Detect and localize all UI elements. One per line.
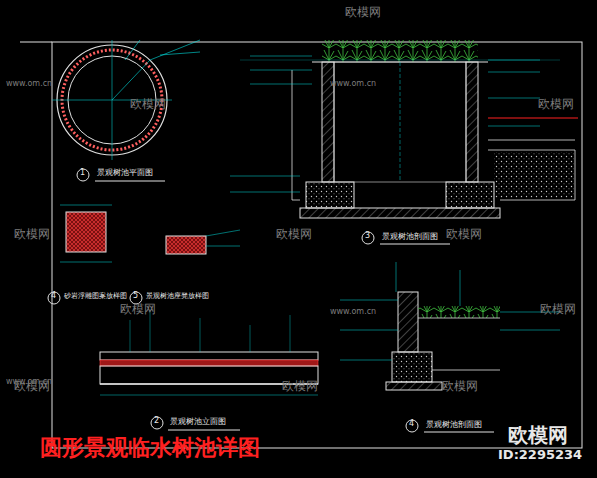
watermark: 欧模网	[540, 303, 576, 316]
section-detail	[340, 262, 560, 432]
callout-number: 1	[80, 169, 85, 178]
view-title: 景观树池剖面图	[382, 233, 438, 242]
callout-number: 2	[154, 417, 159, 426]
watermark: www.om.cn	[330, 308, 376, 317]
view-title: 景观树池立面图	[170, 418, 226, 427]
callout-number: 4	[409, 420, 414, 429]
watermark: 欧模网	[282, 380, 318, 393]
watermark: www.om.cn	[330, 80, 376, 89]
image-id: ID:2295234	[498, 448, 582, 462]
watermark: www.om.cn	[6, 378, 52, 387]
watermark: 欧模网	[446, 228, 482, 241]
watermark: 欧模网	[276, 228, 312, 241]
watermark: www.om.cn	[6, 80, 52, 89]
drawing-title: 圆形景观临水树池详图	[40, 436, 260, 460]
view-title: 砂岩浮雕图案放样图	[64, 293, 127, 301]
watermark: 欧模网	[120, 303, 156, 316]
callout-number: 5	[133, 292, 138, 301]
plan-view	[52, 40, 200, 181]
callout-number: 4	[51, 292, 56, 301]
watermark-logo: 欧模网	[508, 424, 568, 446]
watermark: 欧模网	[345, 6, 381, 19]
elevation-view	[100, 310, 318, 430]
view-title: 景观树池平面图	[97, 169, 153, 178]
view-title: 景观树池剖面图	[426, 421, 482, 430]
callout-number: 3	[365, 232, 370, 241]
section-view	[230, 40, 578, 244]
watermark: 欧模网	[538, 98, 574, 111]
watermark: 欧模网	[130, 98, 166, 111]
watermark: 欧模网	[14, 228, 50, 241]
view-title: 景观树池座凳放样图	[146, 293, 209, 301]
watermark: 欧模网	[442, 380, 478, 393]
pattern-views	[48, 205, 240, 304]
